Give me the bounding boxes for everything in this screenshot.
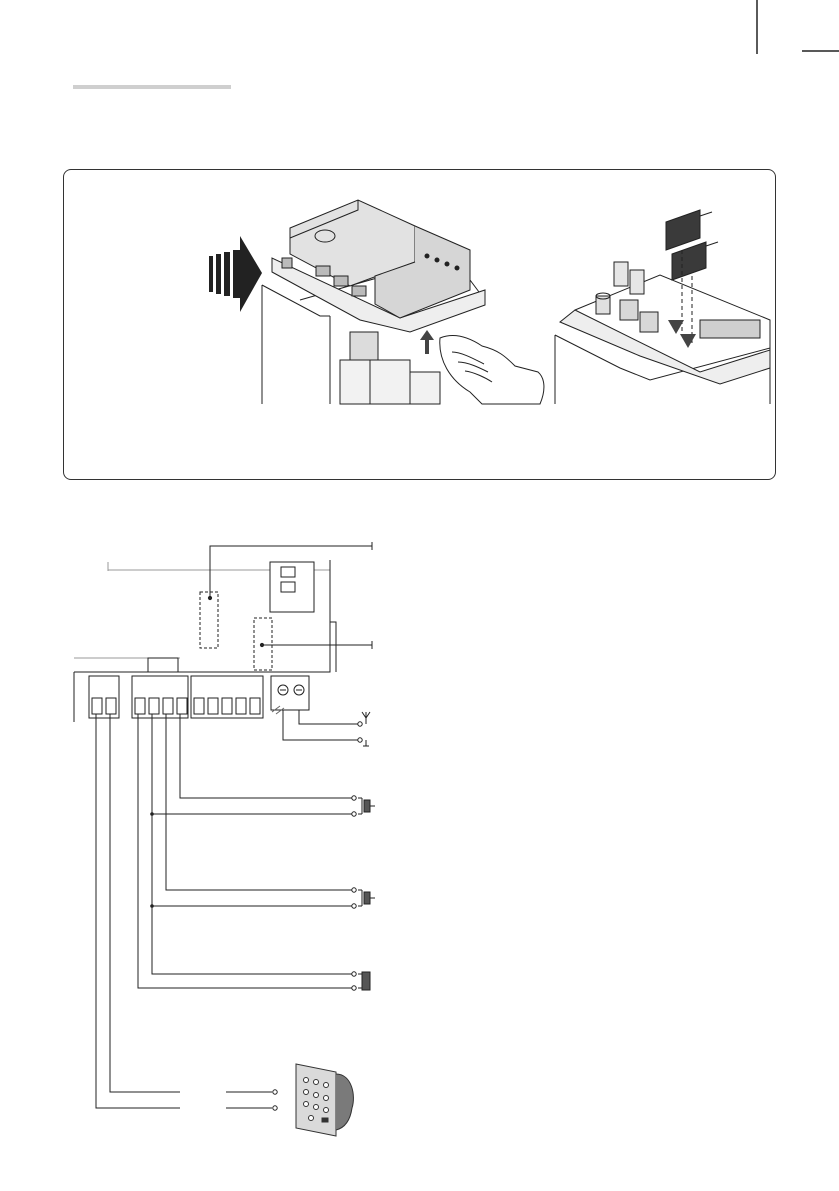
four-pole-block [132,676,188,718]
antenna-screw-terminal [271,676,309,710]
five-pole-block [191,676,263,718]
pushbutton-icon [358,890,375,906]
pushbutton-icon [358,972,370,990]
pushbutton-icon [358,798,375,814]
antenna-icon [362,712,370,746]
keypad-icon [296,1064,353,1136]
two-pole-block [89,676,119,718]
